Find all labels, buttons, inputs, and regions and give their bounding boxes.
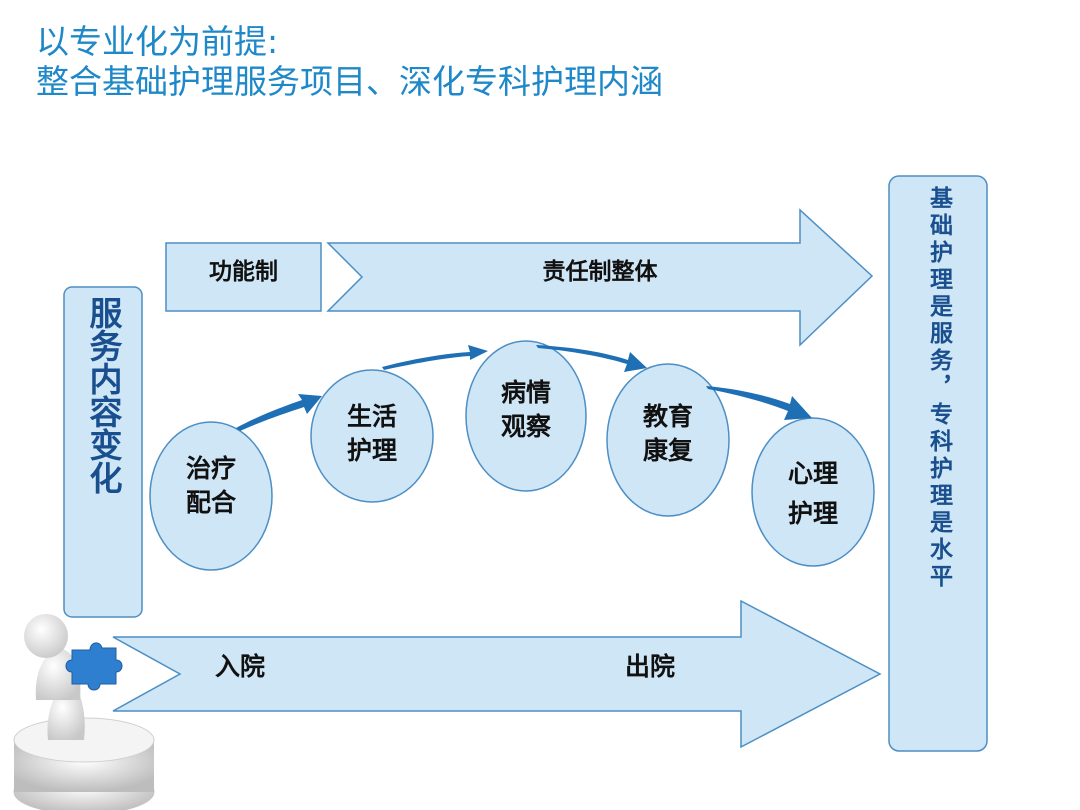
connector-arrow-3 [536, 345, 647, 372]
circle-observation-line1: 病情 [500, 378, 551, 407]
discharge-label: 出院 [624, 652, 675, 681]
right-summary-box [888, 175, 988, 752]
right-vertical-label: 基础护理是服务，专科护理是水平 [889, 186, 987, 601]
circle-psychology-line2: 护理 [787, 499, 838, 528]
right-vertical-text: 基础护理是服务，专科护理是水平 [925, 186, 952, 591]
admission-discharge-arrow [112, 599, 882, 749]
responsibility-label: 责任制整体 [542, 259, 658, 285]
connector-arrow-4 [706, 386, 812, 420]
circle-observation-line2: 观察 [500, 412, 551, 441]
circle-treatment-line2: 配合 [185, 488, 236, 517]
circle-observation-label: 病情 观察 [466, 376, 586, 444]
circle-treatment-line1: 治疗 [185, 454, 236, 483]
responsibility-arrow [326, 208, 874, 347]
function-system-label: 功能制 [209, 259, 278, 285]
circle-treatment-label: 治疗 配合 [150, 452, 272, 520]
title-line-2: 整合基础护理服务项目、深化专科护理内涵 [36, 62, 663, 101]
left-vertical-text: 服务内容变化 [84, 296, 123, 494]
connector-arrow-1 [236, 394, 322, 431]
person-puzzle-icon [13, 614, 155, 810]
circle-education-line2: 康复 [642, 436, 693, 465]
function-system-box [165, 242, 322, 312]
connector-arrow-2 [382, 345, 488, 370]
circle-daily-care-label: 生活 护理 [311, 400, 433, 468]
admission-label: 入院 [214, 652, 265, 681]
circle-observation [465, 340, 587, 492]
circle-daily-care-line1: 生活 [346, 402, 397, 431]
left-vertical-label: 服务内容变化 [64, 296, 142, 503]
left-content-box [63, 286, 143, 618]
circle-education-line1: 教育 [642, 402, 693, 431]
circle-education-label: 教育 康复 [607, 400, 729, 468]
circle-psychology-label: 心理 护理 [752, 454, 874, 534]
title-line-1: 以专业化为前提: [36, 22, 279, 61]
circle-daily-care [310, 369, 434, 503]
circle-education [606, 363, 730, 517]
circle-psychology [751, 417, 875, 567]
circle-daily-care-line2: 护理 [346, 436, 397, 465]
circle-treatment [149, 421, 273, 571]
page-title: 以专业化为前提: 整合基础护理服务项目、深化专科护理内涵 [36, 22, 663, 102]
circle-psychology-line1: 心理 [787, 459, 838, 488]
